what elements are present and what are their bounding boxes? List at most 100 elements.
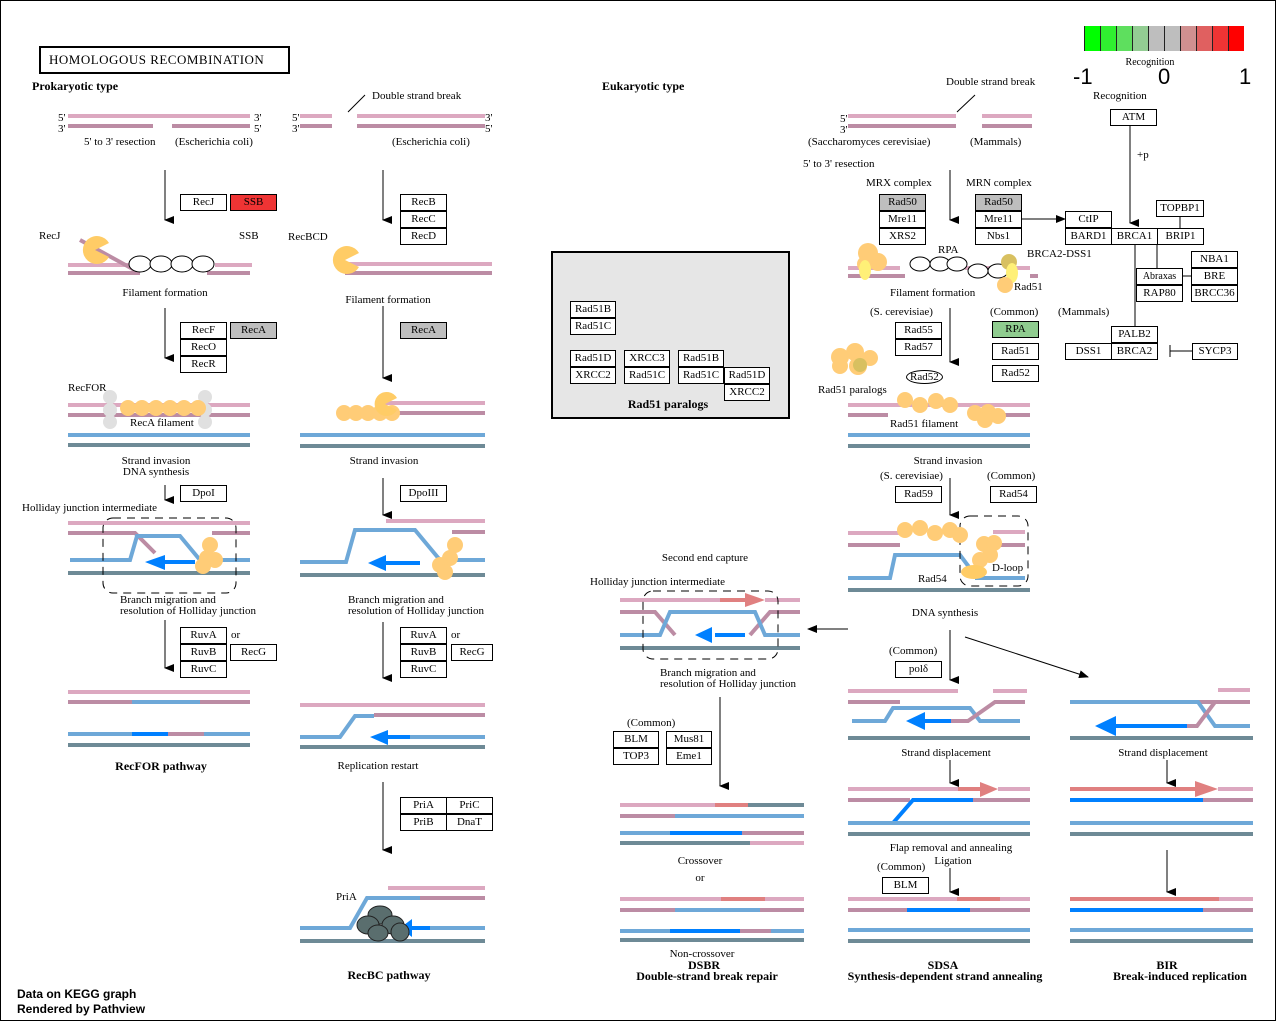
gene-ruvc[interactable]: RuvC <box>400 661 447 678</box>
gene-rad51c[interactable]: Rad51C <box>678 367 724 384</box>
gene-rad50[interactable]: Rad50 <box>879 194 926 211</box>
gene-abraxas[interactable]: Abraxas <box>1136 268 1183 285</box>
gene-recd[interactable]: RecD <box>400 228 447 245</box>
gene-topbp1[interactable]: TOPBP1 <box>1156 200 1204 217</box>
gene-rad55[interactable]: Rad55 <box>895 322 942 339</box>
dna-strand <box>951 700 1025 723</box>
gene-ruvc[interactable]: RuvC <box>180 661 227 678</box>
gene-ruvb[interactable]: RuvB <box>400 644 447 661</box>
gene-dnat[interactable]: DnaT <box>446 814 493 831</box>
gene-xrs2[interactable]: XRS2 <box>879 228 926 245</box>
gene-xrcc2[interactable]: XRCC2 <box>570 367 616 384</box>
ssb-protein <box>170 255 194 273</box>
gene-rad51c[interactable]: Rad51C <box>570 318 616 335</box>
gene-reco[interactable]: RecO <box>180 339 227 356</box>
protein-blob <box>360 405 376 421</box>
protein-blob <box>447 537 463 553</box>
gene-recc[interactable]: RecC <box>400 211 447 228</box>
protein-blob <box>853 358 867 372</box>
gene-eme1[interactable]: Eme1 <box>666 748 712 765</box>
rpa-protein <box>967 263 989 279</box>
gene-pria[interactable]: PriA <box>400 797 447 814</box>
dsbr-subtitle: Double-strand break repair <box>636 969 778 983</box>
gene-rad51b[interactable]: Rad51B <box>570 301 616 318</box>
gene-dpoiii[interactable]: DpoIII <box>400 485 447 502</box>
reca-protein <box>176 400 192 416</box>
gene-prib[interactable]: PriB <box>400 814 447 831</box>
label-scerevisiae-long: (Saccharomyces cerevisiae) <box>808 136 931 148</box>
gene-rad51d[interactable]: Rad51D <box>570 350 616 367</box>
gene-rad51b[interactable]: Rad51B <box>678 350 724 367</box>
gene-rap80[interactable]: RAP80 <box>1136 285 1183 302</box>
gene-bre[interactable]: BRE <box>1191 268 1238 285</box>
gene-nba1[interactable]: NBA1 <box>1191 251 1238 268</box>
gene-ctip[interactable]: CtIP <box>1065 211 1112 228</box>
legend-swatch <box>1084 26 1100 51</box>
gene-rad54[interactable]: Rad54 <box>990 486 1037 503</box>
gene-bard1[interactable]: BARD1 <box>1065 228 1112 245</box>
gene-rad51[interactable]: Rad51 <box>992 343 1039 360</box>
gene-ruva[interactable]: RuvA <box>180 627 227 644</box>
gene-brip1[interactable]: BRIP1 <box>1157 228 1204 245</box>
gene-rad51d[interactable]: Rad51D <box>724 367 770 384</box>
recj-icon <box>82 236 109 264</box>
gene-atm[interactable]: ATM <box>1110 109 1157 126</box>
label-rpa: RPA <box>938 244 959 256</box>
gene-top3[interactable]: TOP3 <box>613 748 659 765</box>
gene-blm[interactable]: BLM <box>613 731 659 748</box>
gene-xrcc2[interactable]: XRCC2 <box>724 384 770 401</box>
label-scerevisiae: (S. cerevisiae) <box>880 470 943 482</box>
gene-ruvb[interactable]: RuvB <box>180 644 227 661</box>
gene-recf[interactable]: RecF <box>180 322 227 339</box>
gene-blm[interactable]: BLM <box>882 877 929 894</box>
gene-nbs1[interactable]: Nbs1 <box>975 228 1022 245</box>
gene-recj[interactable]: RecJ <box>180 194 227 211</box>
gene-rad51c[interactable]: Rad51C <box>624 367 670 384</box>
dna-strand <box>748 610 800 637</box>
label-ligation: Ligation <box>934 855 972 867</box>
gene-rad50[interactable]: Rad50 <box>975 194 1022 211</box>
flow-arrows <box>102 126 1176 896</box>
label-3prime: 3' <box>485 112 493 124</box>
gene-rpa[interactable]: RPA <box>992 321 1039 338</box>
rad51-paralogs-title: Rad51 paralogs <box>627 397 709 411</box>
gene-rad52[interactable]: Rad52 <box>992 365 1039 382</box>
gene-dss1[interactable]: DSS1 <box>1065 343 1112 360</box>
protein-blob <box>897 392 913 408</box>
gene-dpoi[interactable]: DpoI <box>180 485 227 502</box>
gene-rad59[interactable]: Rad59 <box>895 486 942 503</box>
label-plus-p: +p <box>1137 149 1149 161</box>
recbcd-icon <box>332 246 359 275</box>
gene-recg[interactable]: RecG <box>230 644 277 661</box>
gene-brca1[interactable]: BRCA1 <box>1111 228 1158 245</box>
strand-arrowhead <box>1195 781 1218 797</box>
gene-pol-delta[interactable]: polδ <box>895 661 942 678</box>
label-mammals: (Mammals) <box>1058 306 1110 318</box>
color-legend-bar <box>1084 26 1244 51</box>
gene-mre11[interactable]: Mre11 <box>975 211 1022 228</box>
gene-recg[interactable]: RecG <box>451 644 493 661</box>
gene-ssb[interactable]: SSB <box>230 194 277 211</box>
label-5prime: 5' <box>254 123 262 135</box>
dna-strand <box>300 714 374 739</box>
rad52-ellipse: Rad52 <box>906 370 943 384</box>
gene-reca[interactable]: RecA <box>230 322 277 339</box>
gene-mre11[interactable]: Mre11 <box>879 211 926 228</box>
gene-ruva[interactable]: RuvA <box>400 627 447 644</box>
label-strand-displacement: Strand displacement <box>901 747 991 759</box>
gene-palb2[interactable]: PALB2 <box>1111 326 1158 343</box>
gene-mus81[interactable]: Mus81 <box>666 731 712 748</box>
label-5prime: 5' <box>840 113 848 125</box>
gene-brcc36[interactable]: BRCC36 <box>1191 285 1238 302</box>
protein-blob <box>961 565 987 579</box>
gene-recb[interactable]: RecB <box>400 194 447 211</box>
gene-reca[interactable]: RecA <box>400 322 447 339</box>
gene-pric[interactable]: PriC <box>446 797 493 814</box>
gene-brca2[interactable]: BRCA2 <box>1111 343 1158 360</box>
label-recj: RecJ <box>39 230 61 242</box>
gene-recr[interactable]: RecR <box>180 356 227 373</box>
gene-sycp3[interactable]: SYCP3 <box>1192 343 1238 360</box>
protein-blob <box>195 558 211 574</box>
gene-xrcc3[interactable]: XRCC3 <box>624 350 670 367</box>
gene-rad57[interactable]: Rad57 <box>895 339 942 356</box>
